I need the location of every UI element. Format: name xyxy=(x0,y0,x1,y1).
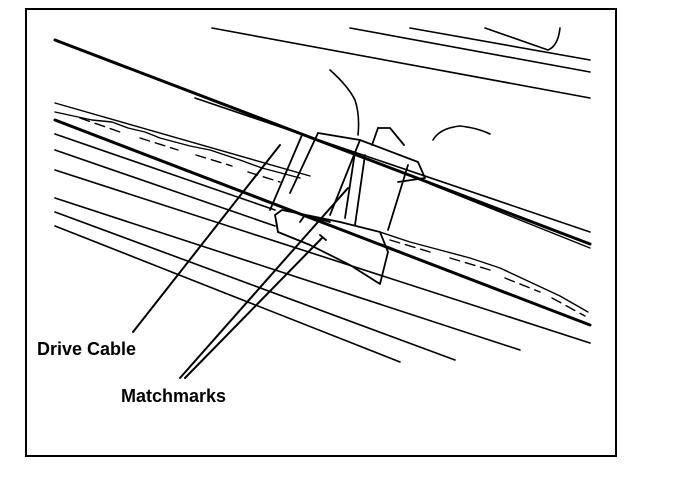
cable-track xyxy=(54,111,589,317)
matchmarks-leader-1 xyxy=(179,187,349,379)
main-rail xyxy=(53,38,592,327)
callout-leaders xyxy=(132,144,349,379)
matchmarks-leader-2 xyxy=(184,237,323,379)
upper-housing xyxy=(211,27,591,141)
slider-block xyxy=(269,127,426,285)
matchmarks-label: Matchmarks xyxy=(121,386,227,406)
figure-frame xyxy=(25,8,617,457)
drive-cable-leader xyxy=(132,144,281,333)
drive-cable-label: Drive Cable xyxy=(37,339,137,359)
